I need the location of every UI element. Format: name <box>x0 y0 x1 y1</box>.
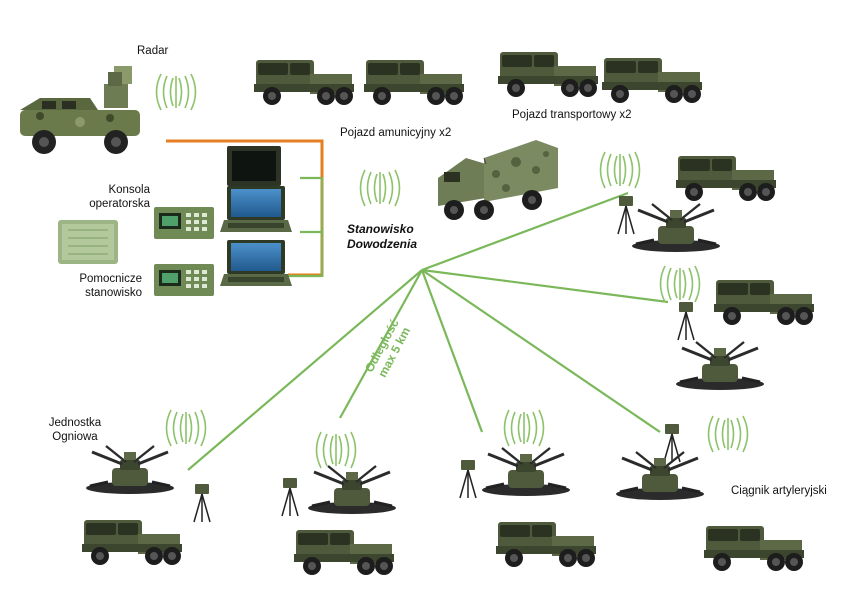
link-top-right <box>421 191 629 272</box>
label-aux-station: Pomocnicze stanowisko <box>70 272 142 300</box>
link-bottom-left <box>339 269 423 419</box>
label-fire-unit-line2: Ogniowa <box>52 431 98 443</box>
gun-mount-icon <box>306 464 398 516</box>
truck-icon <box>676 156 776 201</box>
label-command-post-line1: Stanowisko <box>347 222 414 236</box>
label-command-post-line2: Dowodzenia <box>347 237 418 251</box>
label-operator-console-line1: Konsola <box>108 184 150 196</box>
truck-icon <box>704 526 804 571</box>
truck-icon <box>496 522 596 567</box>
laptop-icon <box>220 186 292 232</box>
link-bottom-center <box>420 269 484 433</box>
label-operator-console: Konsola operatorska <box>86 183 150 211</box>
label-ammo-vehicle: Pojazd amunicyjny x2 <box>340 127 452 139</box>
gun-mount-icon <box>630 202 722 254</box>
gun-mount-icon <box>674 340 766 392</box>
gun-mount-icon <box>480 446 572 498</box>
gun-mount-icon <box>84 444 176 496</box>
laptop-icon <box>220 240 292 286</box>
console-icon <box>154 207 214 239</box>
label-aux-station-line1: Pomocnicze <box>79 273 142 285</box>
command-shelter-truck-icon <box>438 140 558 220</box>
radio-wave-icon <box>503 409 545 447</box>
link-right <box>421 269 661 433</box>
tripod-sensor-icon <box>459 459 477 499</box>
gun-mount-icon <box>614 450 706 502</box>
label-transport-vehicle: Pojazd transportowy x2 <box>512 109 632 121</box>
truck-icon <box>294 530 394 575</box>
radio-wave-icon <box>315 431 357 469</box>
radio-wave-icon <box>165 409 207 447</box>
truck-icon <box>254 60 354 105</box>
truck-icon <box>602 58 702 103</box>
tripod-sensor-icon <box>193 483 211 523</box>
radio-wave-icon <box>659 265 701 303</box>
radio-wave-icon <box>599 151 641 189</box>
radio-wave-icon <box>359 169 401 207</box>
truck-icon <box>498 52 598 97</box>
link-mid-right <box>421 268 669 304</box>
radio-wave-icon <box>707 415 749 453</box>
label-aux-station-line2: stanowisko <box>85 287 142 299</box>
console-icon <box>154 264 214 296</box>
link-fire-unit <box>187 269 423 471</box>
truck-icon <box>364 60 464 105</box>
label-fire-unit: Jednostka Ogniowa <box>40 416 110 444</box>
label-command-post: Stanowisko Dowodzenia <box>347 222 417 252</box>
green-cable-trunk <box>288 178 324 278</box>
tripod-sensor-icon <box>281 477 299 517</box>
label-operator-console-line2: operatorska <box>89 198 150 210</box>
radio-wave-icon <box>155 73 197 111</box>
radar-vehicle-icon <box>20 66 140 154</box>
wired-link <box>166 139 324 278</box>
tripod-sensor-icon <box>677 301 695 341</box>
tripod-sensor-icon <box>617 195 635 235</box>
aux-station-box-icon <box>58 220 118 264</box>
label-radar: Radar <box>137 45 169 57</box>
radio-links <box>187 191 669 471</box>
truck-icon <box>82 520 182 565</box>
truck-icon <box>714 280 814 325</box>
label-artillery-tractor: Ciągnik artyleryjski <box>731 485 827 497</box>
label-fire-unit-line1: Jednostka <box>48 417 102 429</box>
monitor-icon <box>227 146 281 190</box>
